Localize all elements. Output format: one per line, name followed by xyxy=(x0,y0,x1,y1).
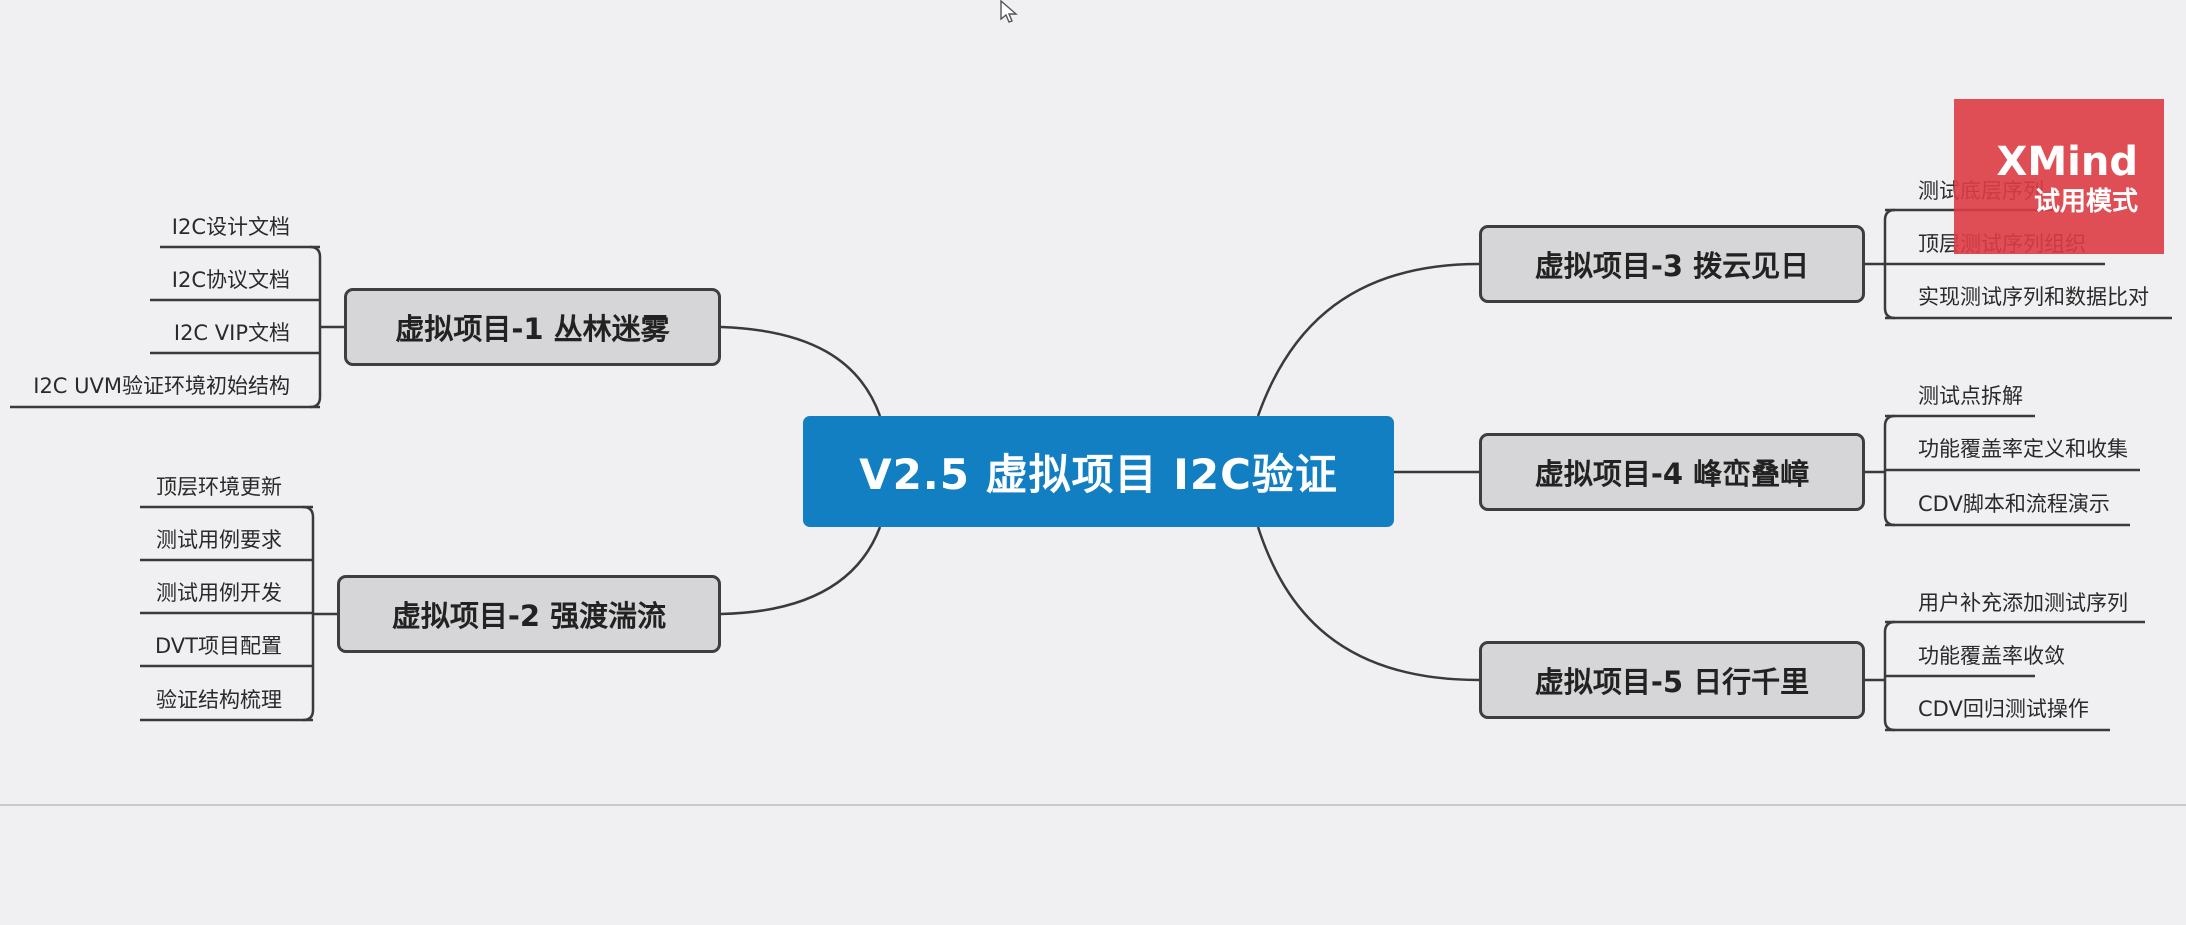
subtopic-1-1[interactable]: I2C设计文档 xyxy=(171,215,290,239)
central-topic[interactable]: V2.5 虚拟项目 I2C验证 xyxy=(803,416,1394,527)
main-topic-1[interactable]: 虚拟项目-1 丛林迷雾 xyxy=(344,288,721,366)
subtopic-4-1[interactable]: 测试点拆解 xyxy=(1918,384,2023,408)
connector-center-topic-3 xyxy=(1256,262,1480,417)
subtopic-5-2[interactable]: 功能覆盖率收敛 xyxy=(1918,644,2065,668)
subtopic-5-3[interactable]: CDV回归测试操作 xyxy=(1918,697,2089,721)
subtopic-2-4[interactable]: DVT项目配置 xyxy=(155,634,282,658)
trial-watermark: XMind 试用模式 xyxy=(1954,99,2164,254)
subtopic-2-3[interactable]: 测试用例开发 xyxy=(156,581,282,605)
main-topic-4[interactable]: 虚拟项目-4 峰峦叠嶂 xyxy=(1479,433,1865,511)
watermark-title: XMind xyxy=(1996,139,2138,185)
subtopic-2-5[interactable]: 验证结构梳理 xyxy=(156,688,282,712)
subtopic-3-3[interactable]: 实现测试序列和数据比对 xyxy=(1918,285,2149,309)
subtopic-2-1[interactable]: 顶层环境更新 xyxy=(156,475,282,499)
connector-center-topic-2 xyxy=(720,526,882,616)
mouse-pointer-icon xyxy=(1000,0,1018,23)
subtopic-2-2[interactable]: 测试用例要求 xyxy=(156,528,282,552)
subtopic-5-1[interactable]: 用户补充添加测试序列 xyxy=(1918,591,2128,615)
subtopic-1-4[interactable]: I2C UVM验证环境初始结构 xyxy=(33,374,290,398)
subtopic-4-2[interactable]: 功能覆盖率定义和收集 xyxy=(1918,437,2128,461)
connector-branch-1-bracket xyxy=(309,245,322,409)
connector-center-topic-1 xyxy=(720,325,882,417)
bottom-divider xyxy=(0,804,2186,806)
main-topic-5[interactable]: 虚拟项目-5 日行千里 xyxy=(1479,641,1865,719)
watermark-subtitle: 试用模式 xyxy=(2033,187,2138,217)
main-topic-2[interactable]: 虚拟项目-2 强渡湍流 xyxy=(337,575,721,653)
subtopic-4-3[interactable]: CDV脚本和流程演示 xyxy=(1918,492,2110,516)
subtopic-1-2[interactable]: I2C协议文档 xyxy=(171,268,290,292)
main-topic-3[interactable]: 虚拟项目-3 拨云见日 xyxy=(1479,225,1865,303)
connector-center-topic-5 xyxy=(1256,526,1480,682)
subtopic-1-3[interactable]: I2C VIP文档 xyxy=(173,321,290,345)
